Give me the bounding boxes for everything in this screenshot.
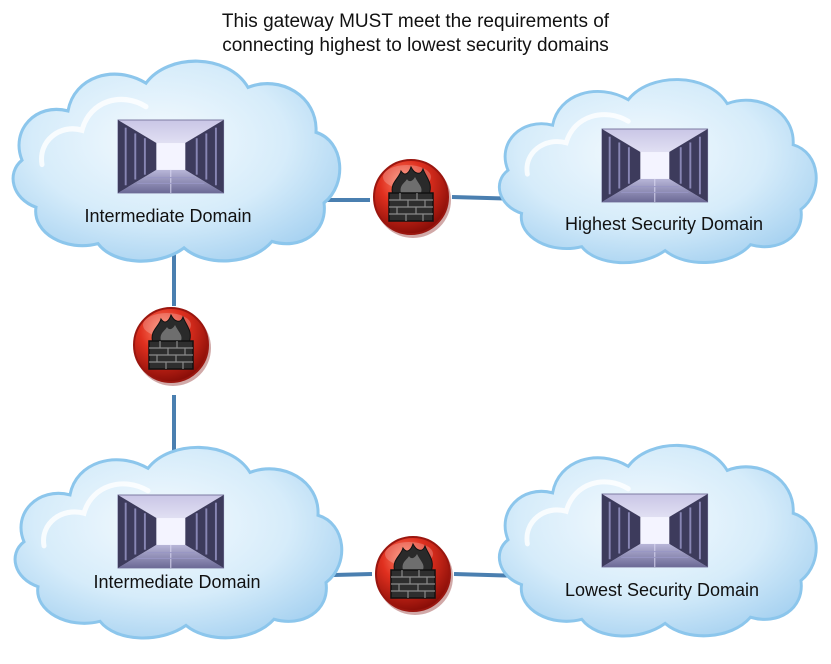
firewall-icon (375, 536, 454, 616)
domain-label: Intermediate Domain (93, 572, 261, 592)
domain-label: Lowest Security Domain (564, 580, 760, 600)
server-room-icon (117, 119, 225, 194)
diagram-title: This gateway MUST meet the requirements … (0, 10, 831, 58)
cloud-intermediate-domain-top (13, 61, 340, 261)
server-room-icon (601, 128, 709, 203)
server-room-icon (117, 494, 225, 569)
firewall-icon (373, 159, 452, 239)
title-line-2: connecting highest to lowest security do… (222, 35, 609, 56)
firewall-icon (133, 307, 212, 387)
domain-label: Highest Security Domain (564, 214, 764, 234)
cloud-lowest-security-domain (499, 445, 816, 636)
cloud-highest-security-domain (499, 80, 816, 263)
title-line-1: This gateway MUST meet the requirements … (221, 11, 610, 32)
cloud-intermediate-domain-bottom (15, 447, 342, 638)
domain-label: Intermediate Domain (84, 206, 252, 226)
server-room-icon (601, 493, 709, 568)
